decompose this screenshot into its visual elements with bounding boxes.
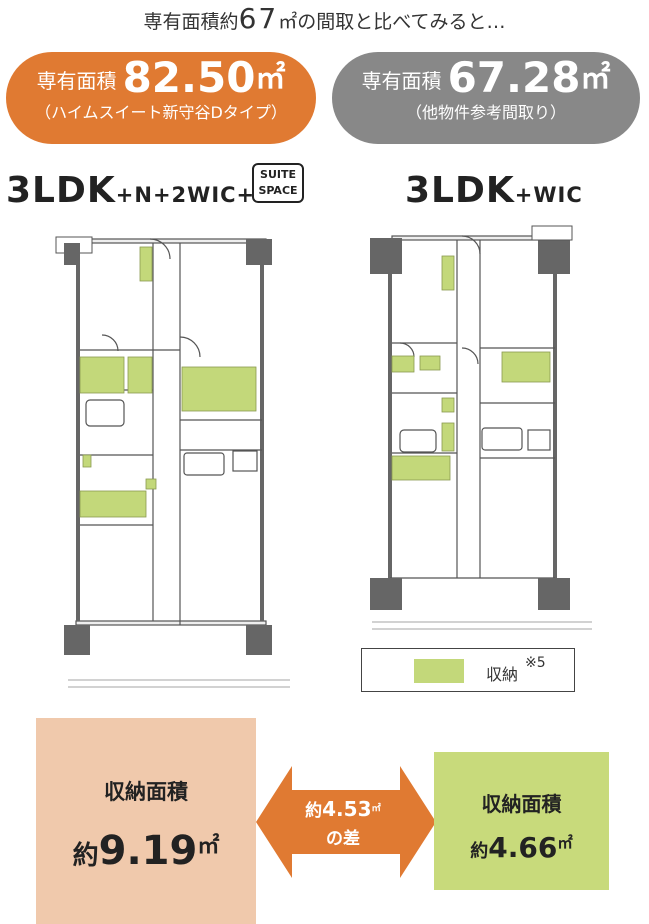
left-storage-unit: ㎡ [197, 834, 220, 859]
storage-swatch [414, 659, 464, 683]
diff-unit: ㎡ [371, 803, 381, 814]
right-area-value: 67.28 [447, 53, 581, 102]
left-area-subtitle: （ハイムスイート新守谷Dタイプ） [35, 103, 287, 122]
left-layout-extra: +N+2WIC+ [115, 183, 256, 207]
right-area-subtitle: （他物件参考間取り） [405, 103, 566, 122]
left-storage-box: 収納面積 約9.19㎡ [36, 718, 256, 924]
difference-label: 約4.53㎡ の差 [288, 795, 398, 853]
left-area-value: 82.50 [122, 53, 256, 102]
right-area-label: 専有面積 [361, 69, 442, 93]
left-storage-value: 9.19 [98, 828, 198, 874]
storage-legend: 収納 ※5 [361, 648, 575, 692]
right-storage-value-group: 約4.66㎡ [434, 831, 609, 864]
right-layout-extra: +WIC [514, 183, 583, 207]
heading-number: 67 [238, 2, 279, 35]
left-layout-type: 3LDK+N+2WIC+ [6, 170, 255, 211]
heading-prefix: 専有面積約 [143, 11, 239, 33]
right-storage-value: 4.66 [488, 831, 558, 864]
right-storage-prefix: 約 [470, 841, 489, 862]
left-storage-value-group: 約9.19㎡ [36, 828, 256, 874]
diff-prefix: 約 [305, 801, 323, 821]
double-arrow-icon [256, 766, 436, 878]
right-storage-unit: ㎡ [557, 834, 573, 852]
diff-value: 4.53 [322, 797, 372, 821]
right-storage-box: 収納面積 約4.66㎡ [434, 752, 609, 890]
heading-suffix: ㎡の間取と比べてみると… [278, 11, 506, 33]
storage-legend-label: 収納 [486, 665, 519, 684]
left-layout-main: 3LDK [6, 170, 116, 211]
storage-legend-note: ※5 [525, 655, 546, 671]
left-storage-prefix: 約 [72, 841, 99, 871]
right-storage-label: 収納面積 [481, 792, 562, 816]
left-storage-label: 収納面積 [104, 780, 188, 804]
badge-line-2: SPACE [258, 184, 298, 197]
suite-space-badge: SUITE SPACE [252, 163, 304, 203]
diff-line-2: の差 [326, 829, 360, 849]
diff-line-1: 約4.53㎡ [288, 795, 398, 825]
right-layout-main: 3LDK [405, 170, 515, 211]
badge-line-1: SUITE [260, 168, 296, 181]
right-area-unit: ㎡ [580, 61, 611, 96]
right-layout-type: 3LDK+WIC [405, 170, 583, 211]
left-area-label: 専有面積 [36, 69, 117, 93]
right-floor-plan [370, 225, 592, 630]
left-area-unit: ㎡ [255, 61, 286, 96]
left-floor-plan [55, 236, 290, 688]
comparison-heading: 専有面積約67㎡の間取と比べてみると… [0, 2, 649, 35]
